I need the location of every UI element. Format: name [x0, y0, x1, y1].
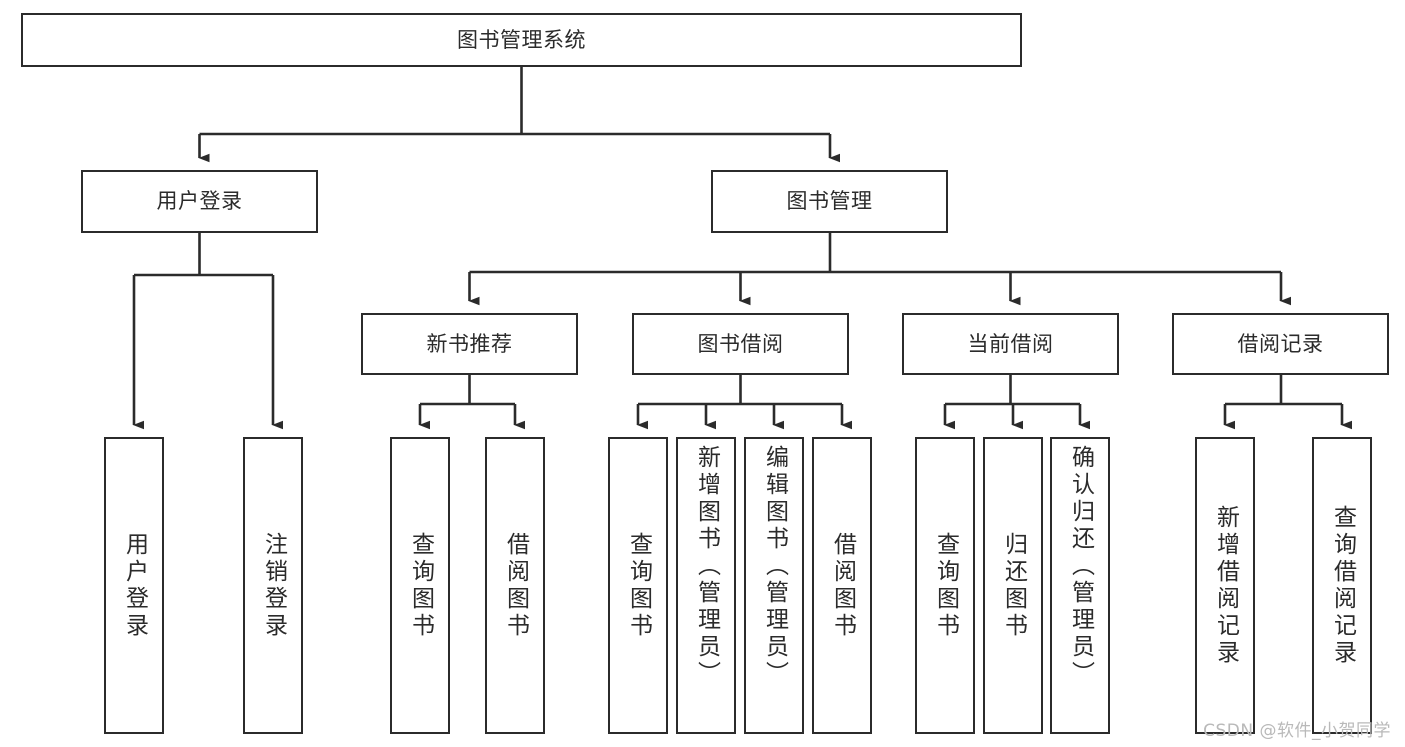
- node-new-book-recommend[interactable]: 新书推荐: [361, 313, 578, 375]
- node-leaf-current-borrow-2-label: 归还图书: [1000, 531, 1027, 640]
- node-current-borrow[interactable]: 当前借阅: [902, 313, 1119, 375]
- node-leaf-new-book-1[interactable]: 查询图书: [390, 437, 450, 734]
- node-user-login-label: 用户登录: [156, 189, 243, 214]
- node-leaf-book-borrow-2-label: 新增图书（管理员）: [693, 445, 720, 688]
- csdn-watermark: CSDN @软件_小贺同学: [1203, 721, 1391, 741]
- node-leaf-user-login-2[interactable]: 注销登录: [243, 437, 303, 734]
- node-book-borrow-label: 图书借阅: [697, 331, 784, 356]
- node-leaf-current-borrow-1-label: 查询图书: [932, 531, 959, 640]
- node-leaf-borrow-records-1-label: 新增借阅记录: [1212, 504, 1239, 667]
- node-leaf-user-login-1-label: 用户登录: [121, 531, 148, 640]
- node-book-borrow[interactable]: 图书借阅: [632, 313, 849, 375]
- node-book-management[interactable]: 图书管理: [711, 170, 948, 233]
- node-leaf-current-borrow-3[interactable]: 确认归还（管理员）: [1050, 437, 1110, 734]
- node-leaf-book-borrow-2[interactable]: 新增图书（管理员）: [676, 437, 736, 734]
- node-leaf-current-borrow-2[interactable]: 归还图书: [983, 437, 1043, 734]
- node-leaf-book-borrow-4-label: 借阅图书: [829, 531, 856, 640]
- node-leaf-book-borrow-3[interactable]: 编辑图书（管理员）: [744, 437, 804, 734]
- node-leaf-book-borrow-4[interactable]: 借阅图书: [812, 437, 872, 734]
- node-new-book-recommend-label: 新书推荐: [426, 331, 513, 356]
- node-current-borrow-label: 当前借阅: [967, 331, 1054, 356]
- node-book-management-label: 图书管理: [786, 189, 873, 214]
- node-leaf-borrow-records-2[interactable]: 查询借阅记录: [1312, 437, 1372, 734]
- node-user-login[interactable]: 用户登录: [81, 170, 318, 233]
- node-leaf-new-book-1-label: 查询图书: [407, 531, 434, 640]
- node-leaf-new-book-2-label: 借阅图书: [502, 531, 529, 640]
- node-leaf-new-book-2[interactable]: 借阅图书: [485, 437, 545, 734]
- node-root-system[interactable]: 图书管理系统: [21, 13, 1022, 67]
- node-borrow-records[interactable]: 借阅记录: [1172, 313, 1389, 375]
- node-leaf-user-login-2-label: 注销登录: [260, 531, 287, 640]
- node-root-system-label: 图书管理系统: [457, 27, 586, 52]
- node-leaf-borrow-records-1[interactable]: 新增借阅记录: [1195, 437, 1255, 734]
- node-leaf-current-borrow-3-label: 确认归还（管理员）: [1067, 445, 1094, 688]
- node-borrow-records-label: 借阅记录: [1237, 331, 1324, 356]
- node-leaf-book-borrow-1[interactable]: 查询图书: [608, 437, 668, 734]
- node-leaf-book-borrow-1-label: 查询图书: [625, 531, 652, 640]
- node-leaf-current-borrow-1[interactable]: 查询图书: [915, 437, 975, 734]
- node-leaf-book-borrow-3-label: 编辑图书（管理员）: [761, 445, 788, 688]
- node-leaf-borrow-records-2-label: 查询借阅记录: [1329, 504, 1356, 667]
- node-leaf-user-login-1[interactable]: 用户登录: [104, 437, 164, 734]
